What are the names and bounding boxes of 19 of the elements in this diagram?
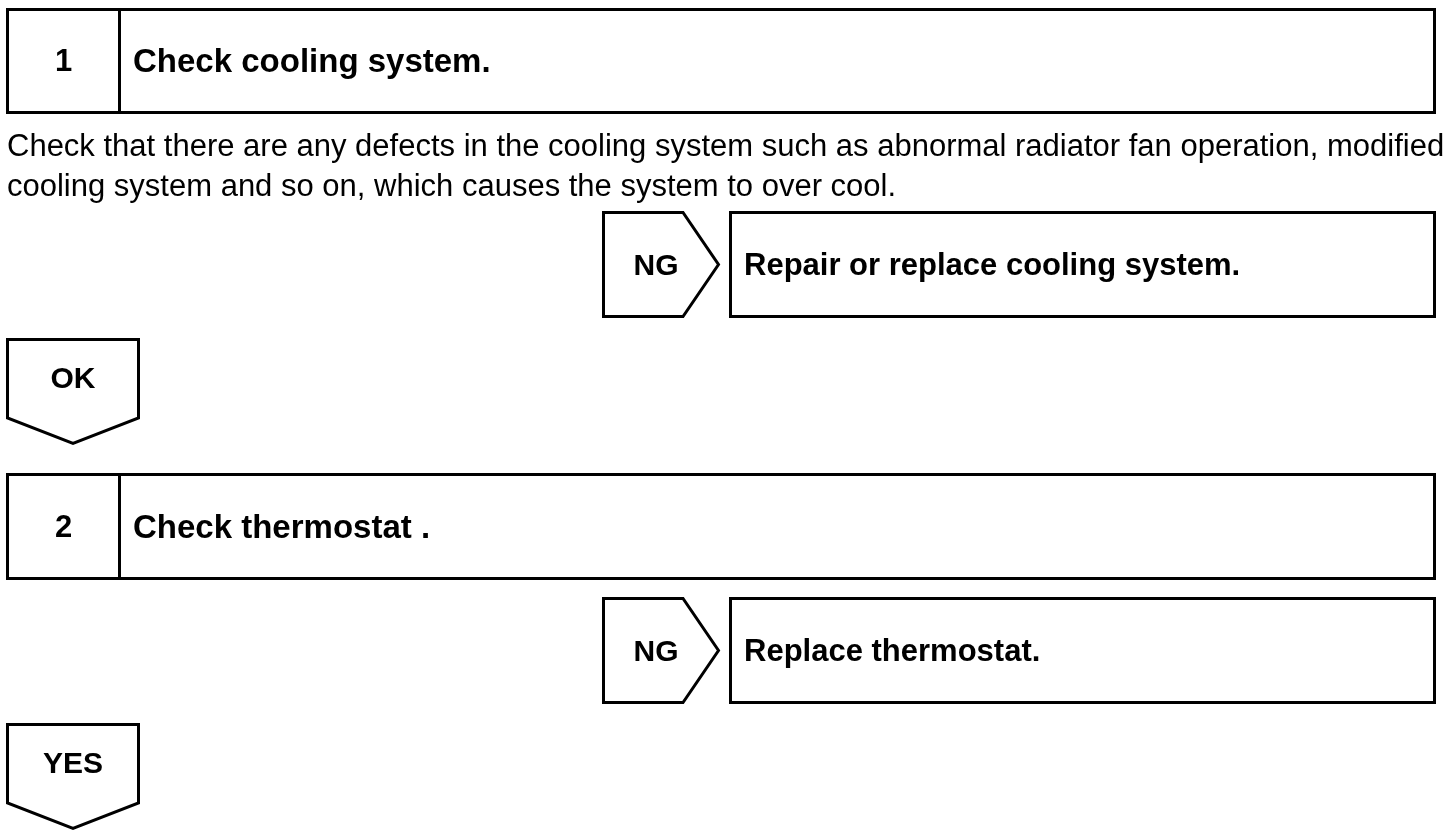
result-label: YES xyxy=(42,745,104,781)
step-box xyxy=(6,473,1436,580)
result-label: OK xyxy=(49,360,97,396)
action-text: Repair or replace cooling system. xyxy=(744,245,1241,284)
result-arrow-tag xyxy=(602,597,720,704)
result-down-arrow-tag xyxy=(6,723,140,830)
description-text: Check that there are any defects in the cooling system such as abnormal radiator fan operation, modified cooling system and so on, which causes the system to over cool. xyxy=(7,127,1446,205)
step-box xyxy=(6,8,1436,114)
action-text: Replace thermostat. xyxy=(744,631,1041,670)
result-down-arrow-tag xyxy=(6,338,140,445)
step-title: Check thermostat . xyxy=(133,506,431,547)
action-box xyxy=(729,211,1436,318)
result-label: NG xyxy=(632,246,680,283)
action-box xyxy=(729,597,1436,704)
result-label: NG xyxy=(632,632,680,669)
result-arrow-tag xyxy=(602,211,720,318)
step-number: 2 xyxy=(53,507,74,546)
step-title: Check cooling system. xyxy=(133,41,491,81)
step-number: 1 xyxy=(53,42,74,80)
